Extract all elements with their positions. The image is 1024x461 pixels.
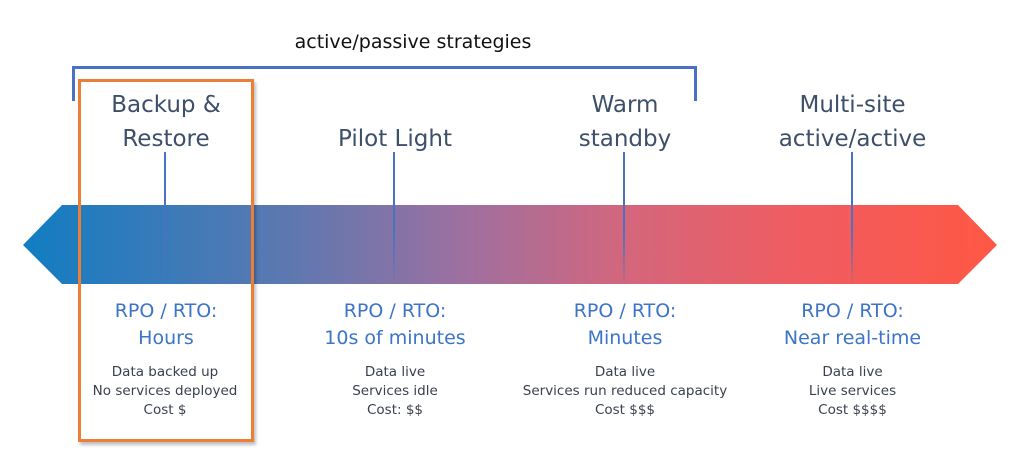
tick-backup-restore <box>164 152 166 282</box>
rpo-multi-site: RPO / RTO: Near real-time <box>783 300 922 349</box>
tick-multi-site <box>851 152 853 282</box>
strategy-title-backup-restore: Backup & Restore <box>111 92 221 152</box>
strategy-title-warm-standby: Warm standby <box>578 92 672 152</box>
tick-warm-standby <box>623 152 625 282</box>
group-label: active/passive strategies <box>294 31 532 53</box>
strategy-title-pilot-light: Pilot Light <box>338 126 452 152</box>
highlight-box-backup-restore <box>78 79 254 442</box>
rpo-warm-standby: RPO / RTO: Minutes <box>573 300 677 349</box>
strategy-title-multi-site: Multi-site active/active <box>778 92 927 152</box>
rpo-pilot-light: RPO / RTO: 10s of minutes <box>324 300 466 349</box>
details-warm-standby: Data live Services run reduced capacity … <box>522 364 728 418</box>
tick-pilot-light <box>393 152 395 282</box>
details-backup-restore: Data backed up No services deployed Cost… <box>92 364 238 418</box>
details-pilot-light: Data live Services idle Cost: $$ <box>352 364 438 418</box>
active-passive-bracket <box>72 66 697 101</box>
rpo-backup-restore: RPO / RTO: Hours <box>114 300 218 349</box>
details-multi-site: Data live Live services Cost $$$$ <box>808 364 897 418</box>
